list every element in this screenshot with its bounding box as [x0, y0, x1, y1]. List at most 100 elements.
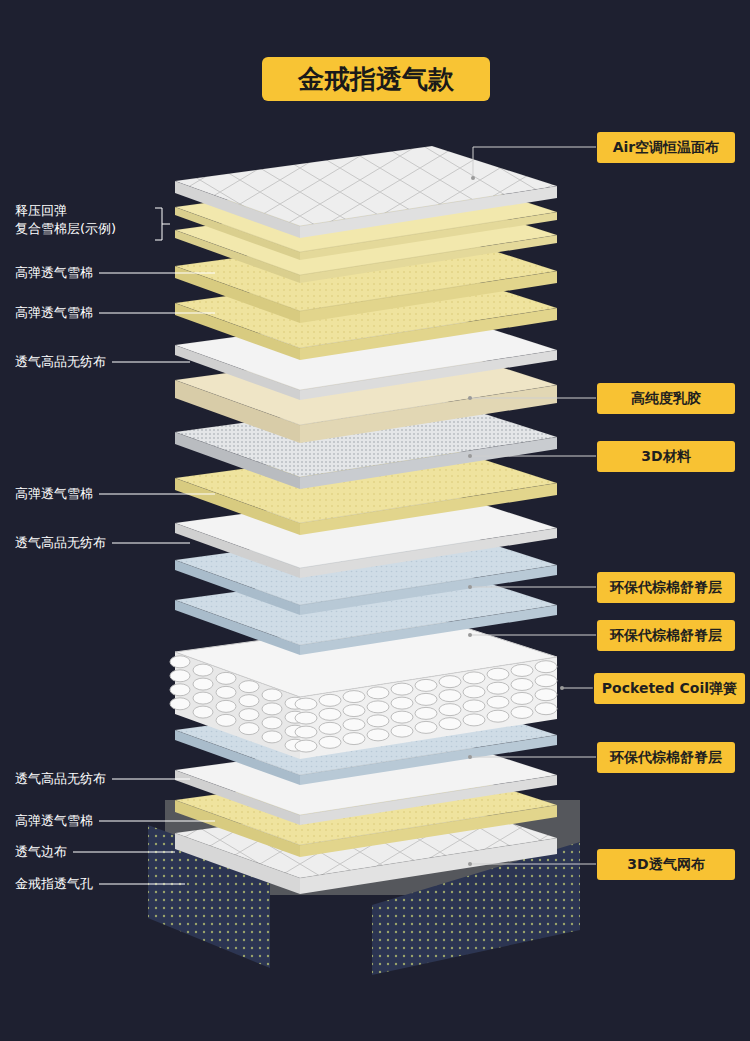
label-leader: [112, 543, 190, 544]
label-leader: [112, 362, 190, 363]
pocket-coil: [391, 697, 413, 709]
callout-box: 3D材料: [597, 441, 735, 472]
pocket-coil: [367, 715, 389, 727]
pocket-coil: [262, 703, 282, 715]
layer-label: 高弹透气雪棉: [15, 812, 93, 830]
top-cover-top: [175, 146, 557, 226]
pocket-coil: [193, 706, 213, 718]
leader-dot: [468, 454, 472, 458]
pocket-coil: [239, 709, 259, 721]
callout-text: 环保代棕棉舒脊层: [610, 579, 722, 597]
pocket-coil: [391, 683, 413, 695]
leader-line: [470, 398, 596, 399]
leader-dot: [468, 755, 472, 759]
leader-dot: [468, 633, 472, 637]
label-leader: [73, 852, 175, 853]
label-leader: [99, 884, 185, 885]
pocket-coil: [439, 718, 461, 730]
pocket-coil: [170, 698, 190, 710]
callout-box: Pocketed Coil弹簧: [594, 673, 745, 704]
pocket-coil: [487, 710, 509, 722]
leader-dot: [468, 585, 472, 589]
leader-dot: [468, 862, 472, 866]
pocket-coil: [487, 668, 509, 680]
pocket-coil: [193, 692, 213, 704]
callout-text: 高纯度乳胶: [631, 390, 701, 408]
pocket-coil: [216, 672, 236, 684]
callout-box: 环保代棕棉舒脊层: [597, 742, 735, 773]
pocket-coil: [367, 701, 389, 713]
pocket-coil: [319, 694, 341, 706]
layer-label: 释压回弹 复合雪棉层(示例): [15, 202, 133, 238]
pocket-coil: [439, 676, 461, 688]
pocket-coil: [216, 686, 236, 698]
pocket-coil: [319, 708, 341, 720]
pocket-coil: [463, 700, 485, 712]
pocket-coil: [239, 681, 259, 693]
pocket-coil: [295, 712, 317, 724]
leader-dot: [560, 686, 564, 690]
label-leader: [99, 494, 215, 495]
label-leader: [99, 273, 215, 274]
pocket-coil: [535, 661, 557, 673]
pocket-coil: [295, 726, 317, 738]
pocket-coil: [367, 687, 389, 699]
pocket-coil: [216, 714, 236, 726]
callout-text: 环保代棕棉舒脊层: [610, 749, 722, 767]
callout-box: 3D透气网布: [597, 849, 735, 880]
layer-label: 透气高品无纺布: [15, 770, 106, 788]
callout-text: 3D材料: [641, 448, 690, 466]
leader-line: [473, 147, 596, 178]
pocket-coil: [239, 695, 259, 707]
layer-label: 高弹透气雪棉: [15, 485, 93, 503]
callout-box: 环保代棕棉舒脊层: [597, 572, 735, 603]
pocket-coil: [216, 700, 236, 712]
pocket-coil: [535, 689, 557, 701]
pocket-coil: [193, 664, 213, 676]
pocket-coil: [439, 690, 461, 702]
bracket: [155, 208, 170, 240]
layer-label: 透气高品无纺布: [15, 353, 106, 371]
pocket-coil: [511, 664, 533, 676]
pocket-coil: [511, 692, 533, 704]
pocket-coil: [415, 721, 437, 733]
pocket-coil: [415, 707, 437, 719]
pocket-coil: [511, 706, 533, 718]
callout-text: 3D透气网布: [627, 856, 704, 874]
pocket-coil: [415, 693, 437, 705]
pocket-coil: [487, 682, 509, 694]
pocket-coil: [262, 731, 282, 743]
layer-label: 高弹透气雪棉: [15, 304, 93, 322]
pocket-coil: [535, 703, 557, 715]
pocket-coil: [535, 675, 557, 687]
pocket-coil: [487, 696, 509, 708]
layer-label: 透气高品无纺布: [15, 534, 106, 552]
pocket-coil: [170, 684, 190, 696]
callout-box: 环保代棕棉舒脊层: [597, 620, 735, 651]
pocket-coil: [295, 740, 317, 752]
pocket-coil: [343, 691, 365, 703]
pocket-coil: [295, 698, 317, 710]
pocket-coil: [367, 729, 389, 741]
callout-box: 高纯度乳胶: [597, 383, 735, 414]
pocket-coil: [193, 678, 213, 690]
pocket-coil: [463, 686, 485, 698]
layer-label: 透气边布: [15, 843, 67, 861]
leader-line: [470, 864, 596, 865]
pocket-coil: [319, 736, 341, 748]
title-box: 金戒指透气款: [262, 57, 490, 101]
pocket-coil: [415, 679, 437, 691]
pocket-coil: [439, 704, 461, 716]
pocket-coil: [343, 705, 365, 717]
leader-line: [562, 688, 593, 689]
pocket-coil: [391, 725, 413, 737]
leader-line: [470, 635, 596, 636]
pocket-coil: [239, 723, 259, 735]
pocket-coil: [463, 672, 485, 684]
pocket-coil: [343, 733, 365, 745]
pocket-coil: [319, 722, 341, 734]
callout-text: 环保代棕棉舒脊层: [610, 627, 722, 645]
pocket-coil: [262, 717, 282, 729]
pocket-coil: [170, 670, 190, 682]
layer-label: 高弹透气雪棉: [15, 264, 93, 282]
